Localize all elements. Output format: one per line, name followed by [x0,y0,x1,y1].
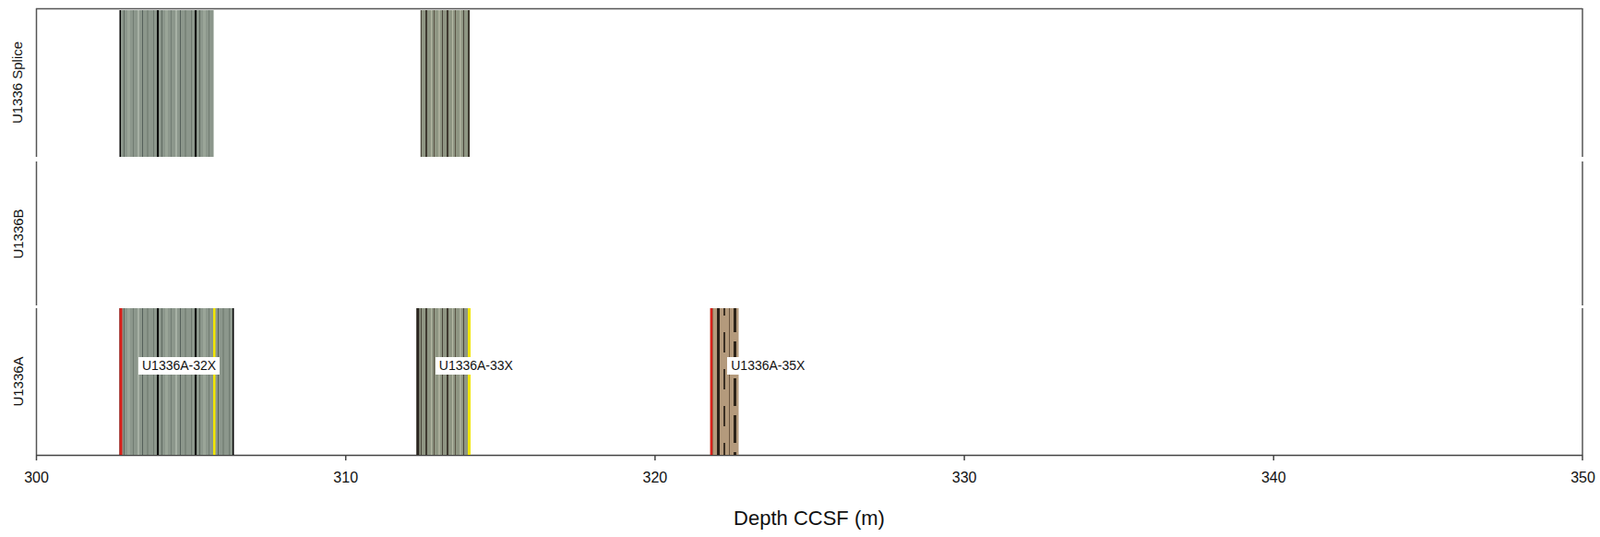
row-label: U1336B [10,208,26,259]
tick-label: 330 [952,469,978,487]
row-label: U1336 Splice [10,41,26,124]
tick-label: 310 [333,469,359,487]
tick-label: 340 [1261,469,1287,487]
tick-label: 320 [643,469,669,487]
core-label: U1336A-33X [439,358,514,373]
axis-title: Depth CCSF (m) [733,506,885,531]
core-label: U1336A-35X [730,358,805,373]
tick-label: 350 [1570,469,1596,487]
core-label-box: U1336A-33X [435,357,517,375]
core-label-box: U1336A-35X [727,357,809,375]
tick-label: 300 [23,469,49,487]
core-label: U1336A-32X [142,358,216,373]
row-label: U1336A [10,356,26,406]
core-label-box: U1336A-32X [138,357,220,375]
